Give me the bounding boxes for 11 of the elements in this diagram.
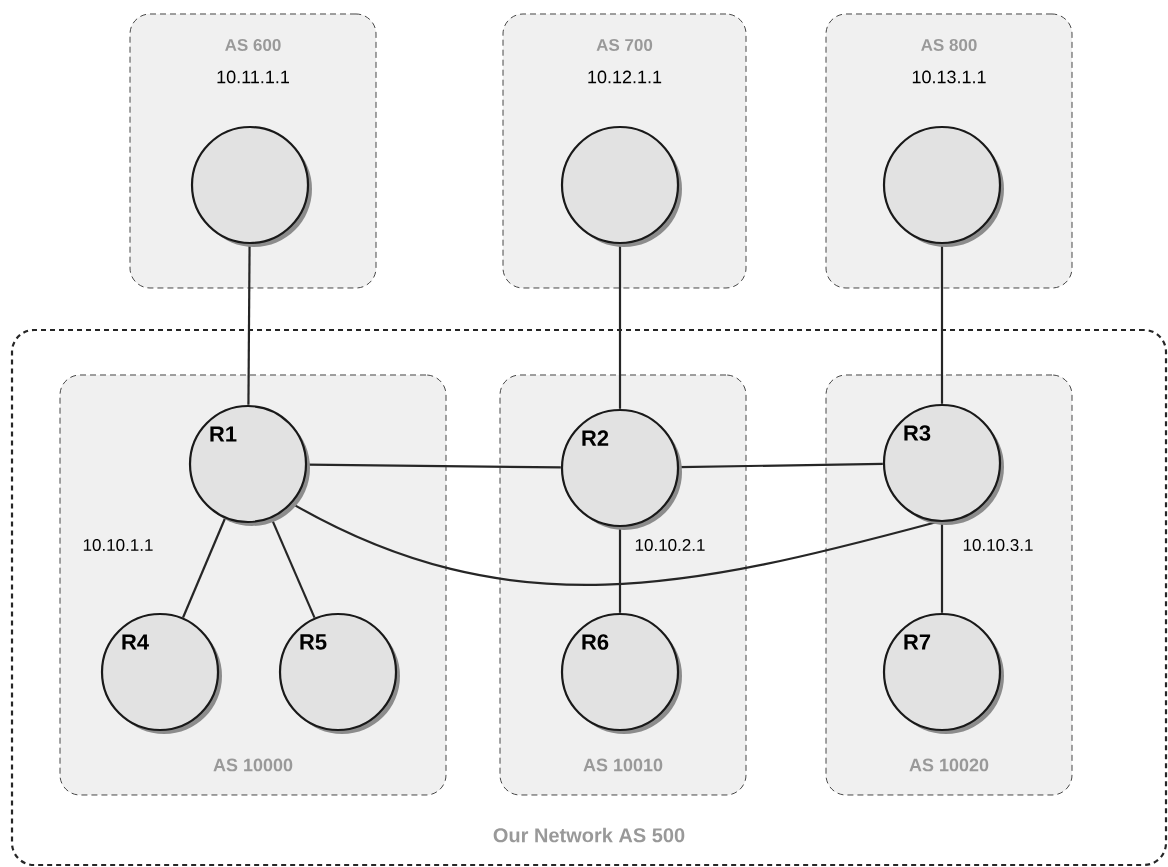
circle <box>190 125 312 247</box>
link-line <box>182 518 226 618</box>
link-line <box>247 244 251 405</box>
link-line <box>618 244 622 409</box>
link-line <box>679 462 883 469</box>
link-line <box>618 527 622 613</box>
circle <box>882 125 1004 247</box>
link-line <box>940 522 944 613</box>
circle <box>560 125 682 247</box>
link-line <box>307 463 561 469</box>
link-line <box>940 244 944 404</box>
